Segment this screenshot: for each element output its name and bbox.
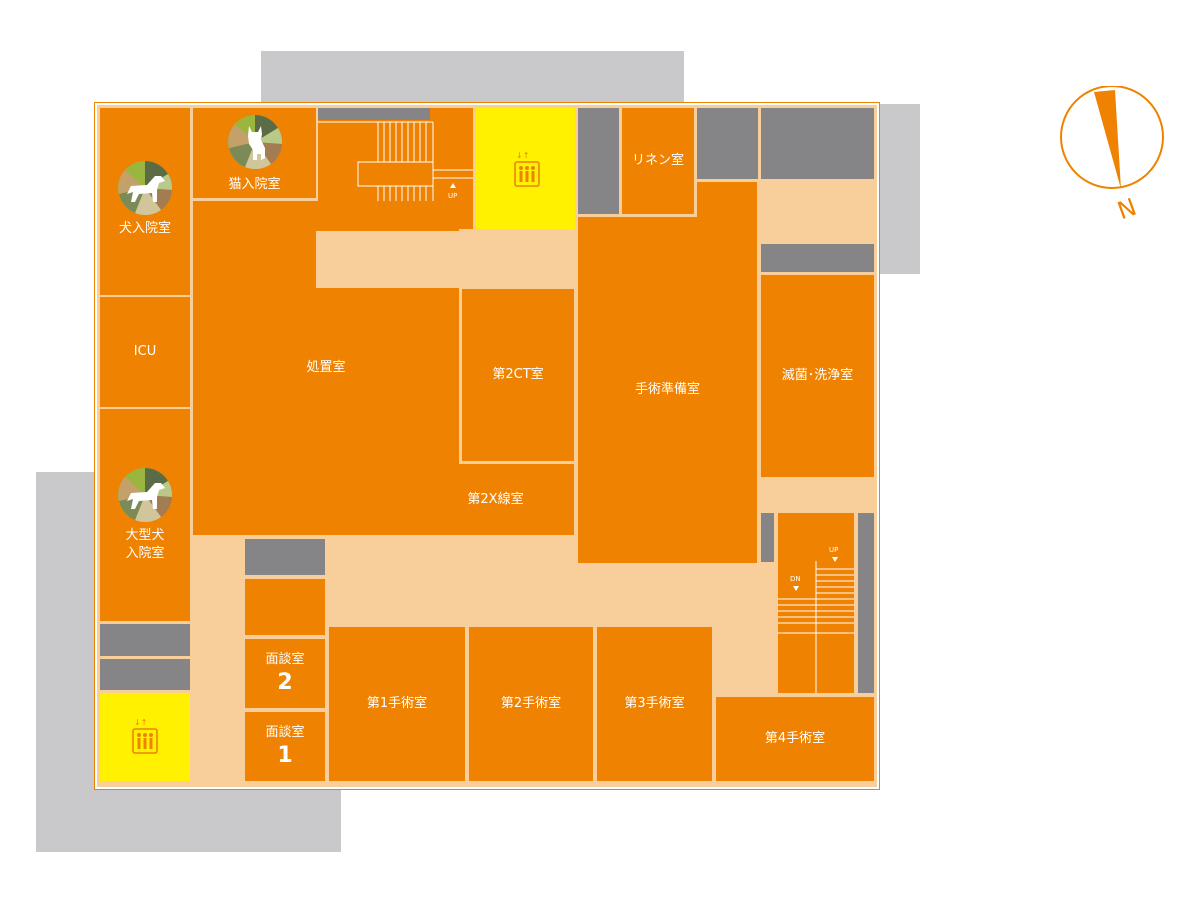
elevator-left[interactable]: ↓↑: [100, 693, 190, 781]
large-dog-ward-label-line2: 入院室: [125, 546, 165, 561]
compass-needle-icon: [1060, 85, 1164, 189]
operating-room-2[interactable]: 第2手術室: [469, 627, 593, 781]
exterior-block-right: [879, 104, 920, 274]
linen-room-label: リネン室: [631, 153, 684, 168]
consult-room-1-label: 面談室: [265, 724, 305, 740]
consult-room-2[interactable]: 面談室 2: [245, 639, 325, 708]
xray2-room[interactable]: 第2X線室: [417, 464, 574, 535]
pillar: [578, 108, 619, 214]
pillar: [858, 513, 874, 693]
corridor-notch: [316, 231, 578, 288]
pillar: [100, 659, 190, 690]
prep-room-label: 手術準備室: [634, 382, 700, 397]
treatment-room-label: 処置室: [306, 360, 346, 375]
compass: N: [1058, 85, 1168, 226]
consult-room-2-label: 面談室: [265, 651, 305, 667]
large-dog-ward-room[interactable]: 大型犬 入院室: [100, 409, 190, 621]
elevator-icon: ↓↑: [514, 151, 540, 187]
elevator-top[interactable]: ↓↑: [476, 108, 575, 229]
xray2-room-label: 第2X線室: [467, 491, 524, 507]
storage-room: [245, 579, 325, 635]
cat-ward-label: 猫入院室: [228, 177, 281, 192]
stairs-icon: [318, 108, 473, 229]
operating-room-4-label: 第4手術室: [764, 731, 826, 746]
pillar: [761, 244, 874, 272]
consult-room-1[interactable]: 面談室 1: [245, 712, 325, 781]
prep-room-upper: [697, 182, 757, 218]
cat-silhouette-icon: [227, 115, 282, 170]
dog-ward-label: 犬入院室: [118, 221, 171, 236]
operating-room-3-label: 第3手術室: [624, 696, 685, 711]
compass-north-label: N: [1113, 192, 1141, 226]
svg-text:↓↑: ↓↑: [516, 151, 529, 160]
operating-room-4[interactable]: 第4手術室: [716, 697, 874, 781]
ct2-room[interactable]: 第2CT室: [462, 289, 574, 461]
consult-room-2-number: 2: [277, 669, 293, 695]
sterilize-room[interactable]: 滅菌･洗浄室: [761, 275, 874, 477]
operating-room-1[interactable]: 第1手術室: [329, 627, 465, 781]
operating-room-2-label: 第2手術室: [500, 696, 562, 711]
dog-ward-room[interactable]: 犬入院室: [100, 108, 190, 295]
icu-label: ICU: [133, 344, 157, 359]
elevator-icon: ↓↑: [132, 718, 158, 754]
cat-ward-room[interactable]: 猫入院室: [193, 108, 316, 198]
pillar: [761, 108, 874, 179]
dog-silhouette-icon: [118, 468, 173, 523]
pillar: [761, 513, 774, 562]
exterior-block-top: [261, 51, 684, 103]
pillar: [245, 539, 325, 575]
stairs-up-label: UP: [448, 192, 458, 200]
operating-room-3[interactable]: 第3手術室: [597, 627, 712, 781]
sterilize-room-label: 滅菌･洗浄室: [781, 368, 854, 383]
pillar: [697, 108, 758, 179]
stairs-up-label: UP: [829, 546, 839, 554]
prep-room[interactable]: 手術準備室: [578, 217, 757, 563]
stairwell-right[interactable]: UP DN: [778, 513, 854, 693]
pillar: [100, 624, 190, 656]
large-dog-ward-label-line1: 大型犬: [125, 528, 165, 543]
stairs-icon: [778, 557, 854, 693]
operating-room-1-label: 第1手術室: [366, 696, 428, 711]
consult-room-1-number: 1: [277, 742, 293, 768]
ct2-room-label: 第2CT室: [492, 367, 544, 382]
icu-room[interactable]: ICU: [100, 297, 190, 407]
svg-text:↓↑: ↓↑: [134, 718, 147, 727]
linen-room[interactable]: リネン室: [622, 108, 694, 214]
dog-silhouette-icon: [118, 161, 173, 216]
stairs-dn-label: DN: [790, 575, 801, 583]
